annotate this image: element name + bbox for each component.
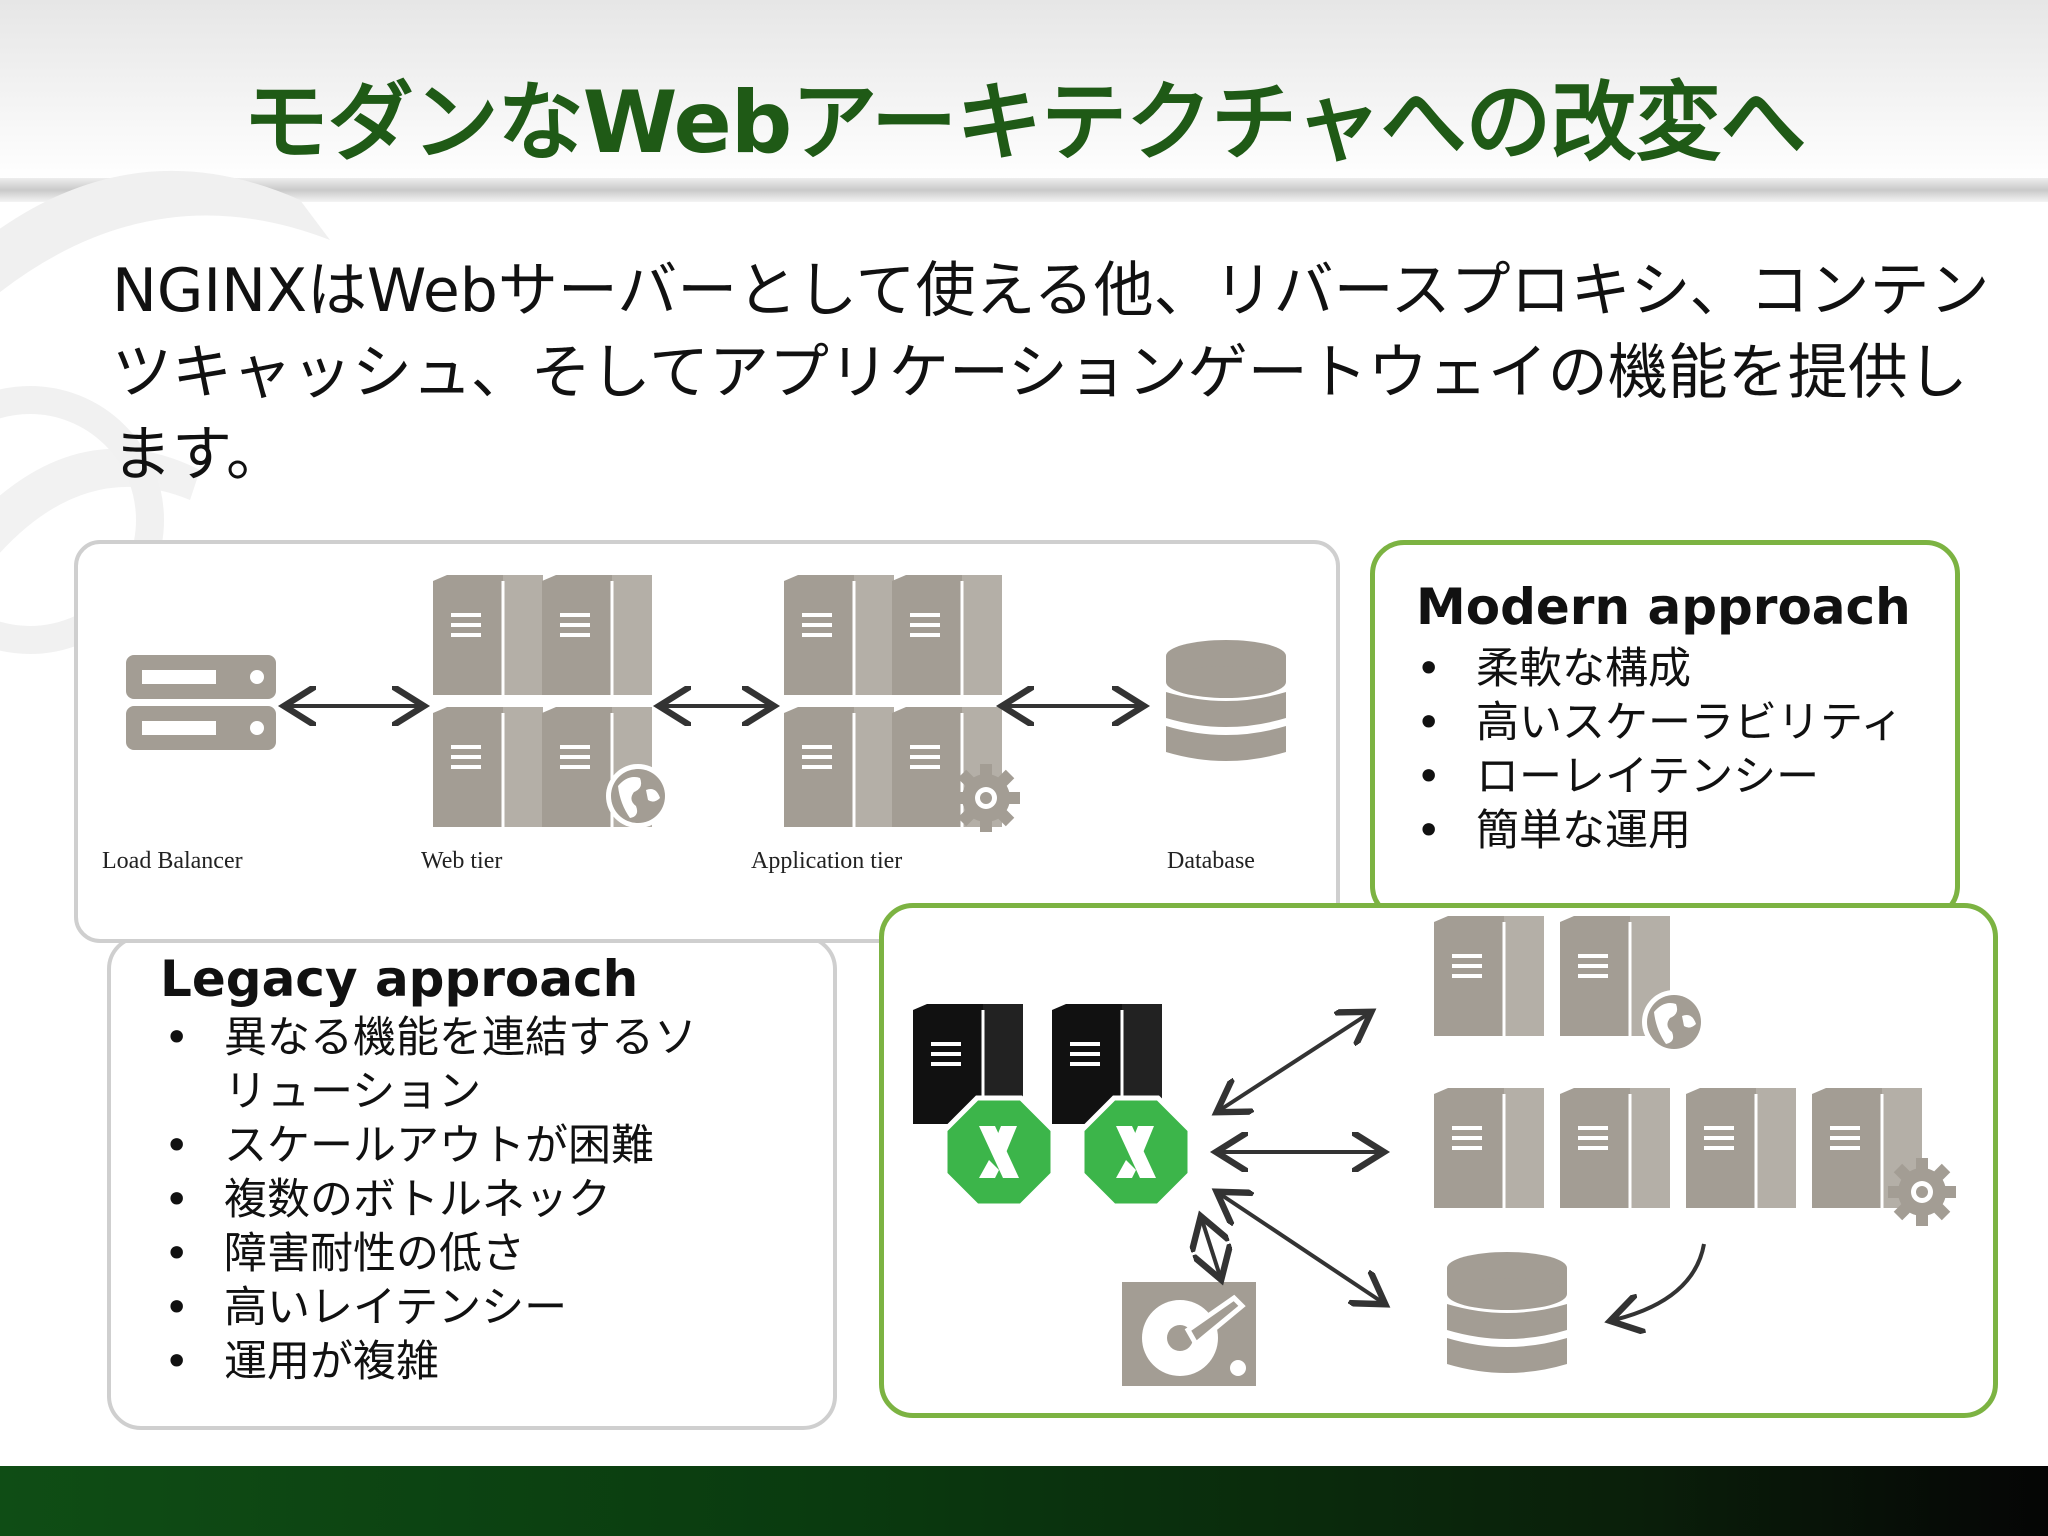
modern-list: 柔軟な構成 高いスケーラビリティ ローレイテンシー 簡単な運用	[1412, 642, 1903, 858]
gear-icon	[1888, 1158, 1956, 1226]
arrow-nginx-cache	[1202, 1220, 1220, 1276]
database-icon	[1447, 1252, 1567, 1373]
list-item: 運用が複雑	[160, 1335, 720, 1389]
app-tier-servers	[782, 573, 1020, 832]
legacy-list: 異なる機能を連結するソリューション スケールアウトが困難 複数のボトルネック 障…	[160, 1011, 720, 1389]
arrow-app-to-db	[1614, 1243, 1706, 1320]
list-item: 障害耐性の低さ	[160, 1227, 720, 1281]
list-item: 複数のボトルネック	[160, 1173, 720, 1227]
hard-disk-icon	[1122, 1282, 1256, 1386]
label-application-tier: Application tier	[751, 848, 903, 874]
label-load-balancer: Load Balancer	[102, 848, 243, 874]
arrow-nginx-db	[1220, 1194, 1382, 1302]
load-balancer-icon	[126, 655, 276, 750]
list-item: 簡単な運用	[1412, 804, 1903, 858]
list-item: 高いレイテンシー	[160, 1281, 720, 1335]
nginx-servers	[911, 1002, 1190, 1206]
nginx-logo-icon	[1082, 1098, 1190, 1206]
list-item: ローレイテンシー	[1412, 750, 1903, 804]
database-icon	[1166, 640, 1286, 761]
web-tier-servers	[431, 573, 670, 829]
legacy-heading: Legacy approach	[160, 950, 639, 1008]
slide-title: モダンなWebアーキテクチャへの改変へ	[242, 73, 1807, 173]
modern-app-servers	[1432, 1086, 1956, 1226]
modern-heading: Modern approach	[1416, 578, 1911, 636]
modern-web-servers	[1432, 914, 1706, 1054]
gear-icon	[952, 764, 1020, 832]
list-item: スケールアウトが困難	[160, 1119, 720, 1173]
list-item: 柔軟な構成	[1412, 642, 1903, 696]
globe-icon	[1642, 990, 1706, 1054]
list-item: 異なる機能を連結するソリューション	[160, 1011, 720, 1119]
intro-text: NGINXはWebサーバーとして使える他、リバースプロキシ、コンテンツキャッシュ…	[112, 256, 1990, 490]
nginx-logo-icon	[945, 1098, 1053, 1206]
globe-icon	[606, 764, 670, 828]
label-database: Database	[1167, 848, 1255, 874]
arrow-nginx-web	[1220, 1014, 1368, 1110]
legacy-architecture-diagram	[74, 540, 1340, 943]
label-web-tier: Web tier	[421, 848, 503, 874]
list-item: 高いスケーラビリティ	[1412, 696, 1903, 750]
footer-bar	[0, 1466, 2048, 1536]
